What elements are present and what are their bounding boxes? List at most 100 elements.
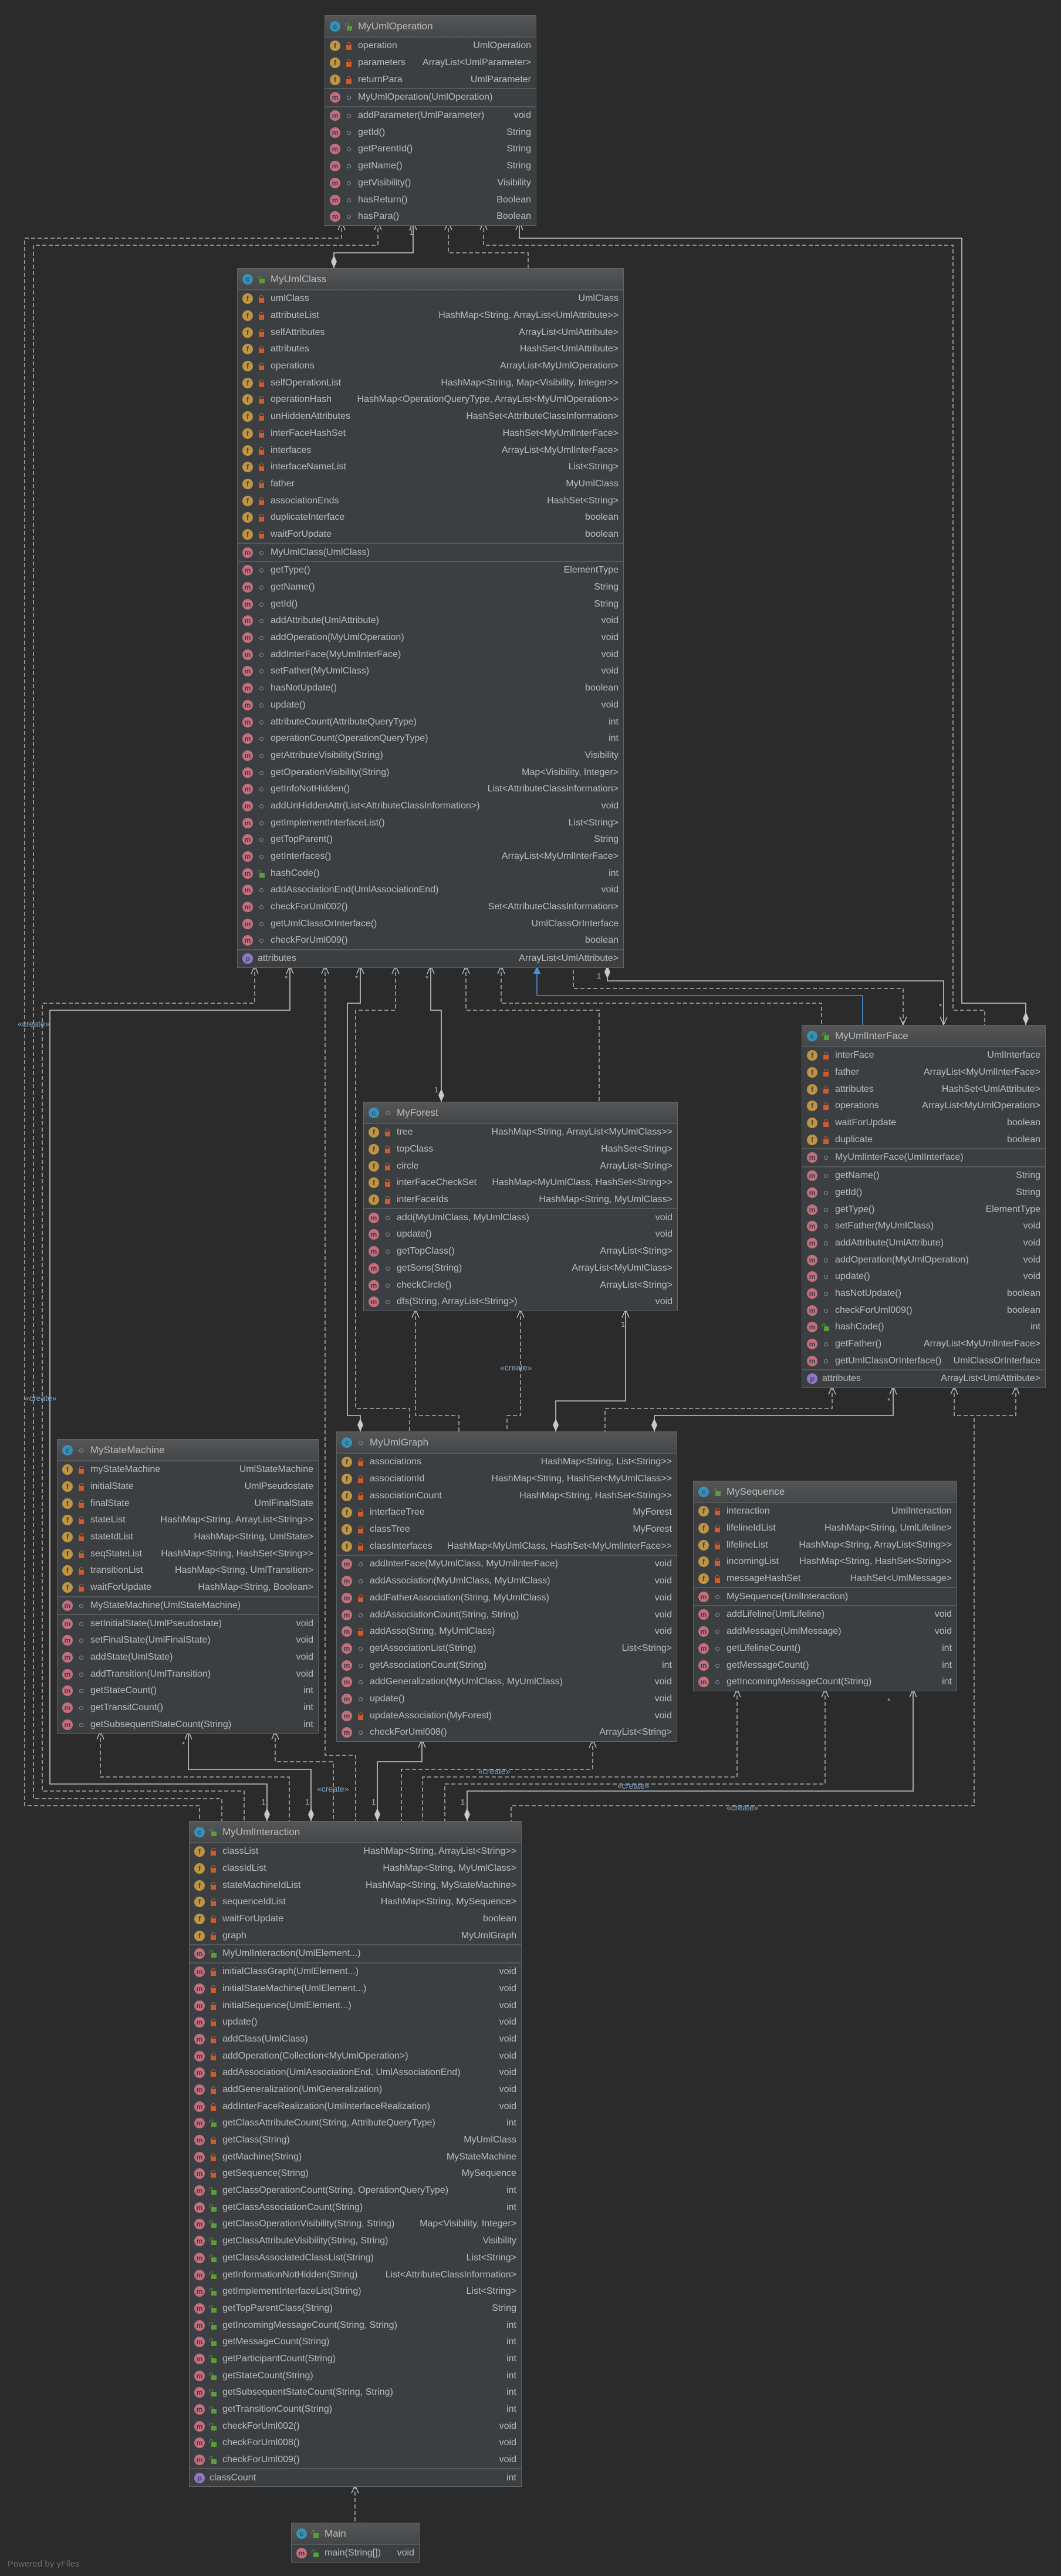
field-row[interactable]: finterFaceUmlInterface [802,1047,1045,1064]
method-row[interactable]: mcheckForUml002()void [190,2418,521,2435]
method-row[interactable]: maddAttribute(UmlAttribute)void [238,612,623,629]
method-row[interactable]: mgetTopParent()String [238,831,623,848]
method-row[interactable]: mgetMessageCount(String)int [190,2334,521,2351]
field-row[interactable]: fwaitForUpdateboolean [802,1115,1045,1132]
field-row[interactable]: funHiddenAttributesHashSet<AttributeClas… [238,408,623,425]
method-row[interactable]: mgetUmlClassOrInterface()UmlClassOrInter… [802,1352,1045,1369]
class-header[interactable]: cMyUmlInteraction [190,1822,521,1843]
method-row[interactable]: msetFather(MyUmlClass)void [238,663,623,680]
method-row[interactable]: mupdate()void [238,697,623,714]
method-row[interactable]: maddState(UmlState)void [58,1649,318,1666]
method-row[interactable]: mgetClassAssociatedClassList(String)List… [190,2250,521,2267]
method-row[interactable]: maddInterFaceRealization(UmlInterfaceRea… [190,2098,521,2115]
field-row[interactable]: finterfacesArrayList<MyUmlInterFace> [238,442,623,459]
constructor-row[interactable]: mMySequence(UmlInteraction) [694,1588,957,1605]
field-row[interactable]: ffinalStateUmlFinalState [58,1495,318,1512]
method-row[interactable]: mupdate()void [190,2014,521,2031]
method-row[interactable]: mgetTopParentClass(String)String [190,2300,521,2317]
method-row[interactable]: maddAssociation(MyUmlClass, MyUmlClass)v… [337,1573,677,1590]
class-my-sequence[interactable]: cMySequencefinteractionUmlInteractionfli… [693,1481,957,1691]
class-my-uml-inter-face[interactable]: cMyUmlInterFacefinterFaceUmlInterfaceffa… [802,1025,1046,1388]
method-row[interactable]: mgetImplementInterfaceList()List<String> [238,814,623,831]
method-row[interactable]: mgetStateCount()int [58,1683,318,1700]
method-row[interactable]: mhashCode()int [238,865,623,882]
method-row[interactable]: msetInitialState(UmlPseudostate)void [58,1615,318,1632]
method-row[interactable]: mgetInformationNotHidden(String)List<Att… [190,2266,521,2283]
property-row[interactable]: pattributesArrayList<UmlAttribute> [238,950,623,967]
field-row[interactable]: finitialStateUmlPseudostate [58,1478,318,1495]
method-row[interactable]: msetFather(MyUmlClass)void [802,1218,1045,1235]
class-my-forest[interactable]: cMyForestftreeHashMap<String, ArrayList<… [363,1102,678,1311]
method-row[interactable]: mattributeCount(AttributeQueryType)int [238,713,623,730]
method-row[interactable]: maddAsso(String, MyUmlClass)void [337,1623,677,1640]
method-row[interactable]: mgetClass(String)MyUmlClass [190,2132,521,2149]
method-row[interactable]: mmain(String[])void [292,2545,419,2562]
method-row[interactable]: minitialClassGraph(UmlElement...)void [190,1964,521,1981]
method-row[interactable]: mupdateAssociation(MyForest)void [337,1707,677,1724]
field-row[interactable]: fassociationIdHashMap<String, HashSet<My… [337,1471,677,1488]
field-row[interactable]: fstateListHashMap<String, ArrayList<Stri… [58,1512,318,1529]
method-row[interactable]: mgetTransitionCount(String)int [190,2401,521,2418]
field-row[interactable]: fcircleArrayList<String> [364,1157,677,1174]
method-row[interactable]: maddClass(UmlClass)void [190,2031,521,2048]
method-row[interactable]: mhasPara()Boolean [325,208,536,225]
method-row[interactable]: mgetType()ElementType [802,1201,1045,1218]
method-row[interactable]: mgetVisibility()Visibility [325,175,536,192]
method-row[interactable]: mgetClassOperationCount(String, Operatio… [190,2182,521,2199]
field-row[interactable]: foperationsArrayList<MyUmlOperation> [238,358,623,375]
class-header[interactable]: cMySequence [694,1481,957,1503]
field-row[interactable]: fparametersArrayList<UmlParameter> [325,55,536,72]
method-row[interactable]: mgetInfoNotHidden()List<AttributeClassIn… [238,781,623,798]
method-row[interactable]: maddTransition(UmlTransition)void [58,1666,318,1683]
method-row[interactable]: mgetLifelineCount()int [694,1640,957,1657]
method-row[interactable]: mgetInterfaces()ArrayList<MyUmlInterFace… [238,848,623,865]
method-row[interactable]: maddOperation(MyUmlOperation)void [238,629,623,646]
field-row[interactable]: ftransitionListHashMap<String, UmlTransi… [58,1562,318,1579]
field-row[interactable]: fassociationsHashMap<String, List<String… [337,1454,677,1471]
method-row[interactable]: mgetIncomingMessageCount(String, String)… [190,2317,521,2334]
method-row[interactable]: maddAttribute(UmlAttribute)void [802,1235,1045,1252]
method-row[interactable]: mgetClassAssociationCount(String)int [190,2199,521,2216]
class-header[interactable]: cMyForest [364,1102,677,1124]
method-row[interactable]: mhashCode()int [802,1319,1045,1336]
method-row[interactable]: mgetClassOperationVisibility(String, Str… [190,2216,521,2233]
class-header[interactable]: cMyUmlGraph [337,1432,677,1454]
method-row[interactable]: mgetStateCount(String)int [190,2367,521,2384]
field-row[interactable]: ftopClassHashSet<String> [364,1141,677,1158]
field-row[interactable]: freturnParaUmlParameter [325,71,536,88]
field-row[interactable]: fwaitForUpdateHashMap<String, Boolean> [58,1579,318,1596]
method-row[interactable]: mgetParticipantCount(String)int [190,2351,521,2368]
method-row[interactable]: mgetId()String [325,124,536,141]
method-row[interactable]: mgetTopClass()ArrayList<String> [364,1243,677,1260]
method-row[interactable]: mhasNotUpdate()boolean [802,1285,1045,1302]
method-row[interactable]: mcheckForUml002()Set<AttributeClassInfor… [238,899,623,916]
field-row[interactable]: fwaitForUpdateboolean [190,1911,521,1928]
constructor-row[interactable]: mMyUmlOperation(UmlOperation) [325,89,536,106]
method-row[interactable]: maddOperation(Collection<MyUmlOperation>… [190,2047,521,2064]
method-row[interactable]: mgetType()ElementType [238,562,623,579]
class-header[interactable]: cMain [292,2523,419,2545]
field-row[interactable]: fsequenceIdListHashMap<String, MySequenc… [190,1894,521,1911]
method-row[interactable]: mdfs(String, ArrayList<String>)void [364,1294,677,1311]
method-row[interactable]: madd(MyUmlClass, MyUmlClass)void [364,1209,677,1226]
method-row[interactable]: mgetIncomingMessageCount(String)int [694,1674,957,1691]
method-row[interactable]: mcheckForUml008()ArrayList<String> [337,1724,677,1741]
field-row[interactable]: fmessageHashSetHashSet<UmlMessage> [694,1570,957,1587]
field-row[interactable]: ftreeHashMap<String, ArrayList<MyUmlClas… [364,1124,677,1141]
method-row[interactable]: maddInterFace(MyUmlClass, MyUmlInterFace… [337,1556,677,1573]
class-header[interactable]: cMyStateMachine [58,1440,318,1461]
class-header[interactable]: cMyUmlOperation [325,16,536,38]
constructor-row[interactable]: mMyUmlInterFace(UmlInterface) [802,1149,1045,1166]
class-header[interactable]: cMyUmlInterFace [802,1025,1045,1047]
method-row[interactable]: mgetTransitCount()int [58,1700,318,1717]
field-row[interactable]: fattributeListHashMap<String, ArrayList<… [238,307,623,324]
class-my-state-machine[interactable]: cMyStateMachinefmyStateMachineUmlStateMa… [57,1439,319,1734]
field-row[interactable]: flifelineIdListHashMap<String, UmlLifeli… [694,1520,957,1537]
method-row[interactable]: mgetSons(String)ArrayList<MyUmlClass> [364,1260,677,1277]
field-row[interactable]: fassociationEndsHashSet<String> [238,492,623,509]
field-row[interactable]: foperationHashHashMap<OperationQueryType… [238,391,623,408]
method-row[interactable]: mcheckForUml009()boolean [238,932,623,949]
class-my-uml-graph[interactable]: cMyUmlGraphfassociationsHashMap<String, … [336,1431,677,1742]
method-row[interactable]: minitialSequence(UmlElement...)void [190,1997,521,2014]
method-row[interactable]: msetFinalState(UmlFinalState)void [58,1632,318,1649]
